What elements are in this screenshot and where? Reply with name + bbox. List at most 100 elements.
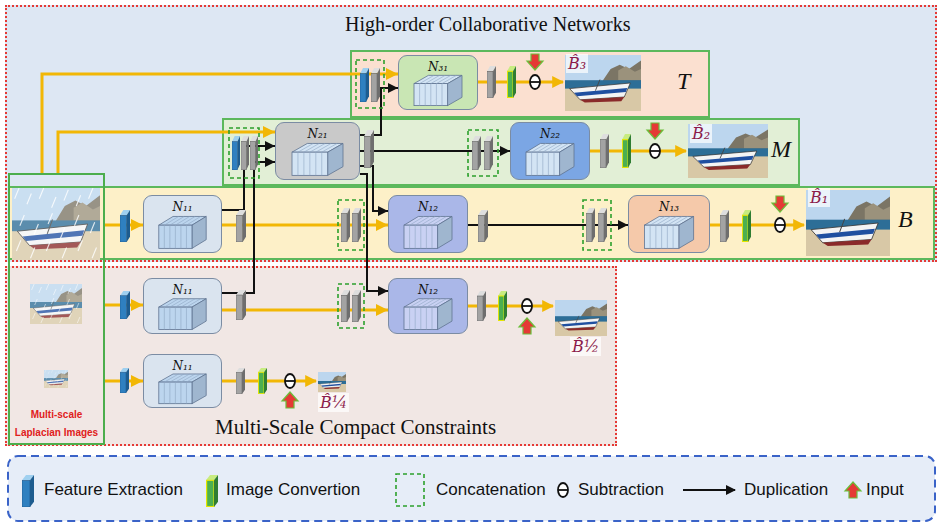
label-holder: Duplication [744,480,828,500]
network-name: N₃₁ [428,60,448,74]
label-holder: High-order Collaborative Networks [345,13,630,36]
layer-cube [436,84,437,106]
network-name: N₁₂ [418,200,438,214]
layer-cube [164,382,165,404]
label-holder: B̂¼ [318,393,349,412]
label-holder: Feature Extraction [44,480,183,500]
subnetwork-box: N₁₁ [143,278,222,334]
subnetwork-box: N₃₁ [398,55,478,110]
legend-symbols [845,482,861,498]
layer-cube [169,225,170,248]
subnetwork-box: N₁₁ [143,195,222,253]
input-arrows [647,123,663,139]
layer-cube [432,299,446,307]
feature-maps [229,128,259,178]
feature-maps [720,210,729,242]
layer-cube [526,152,560,175]
layer-cube [667,225,668,248]
feature-maps [487,66,496,98]
subnetwork-box: N₁₃ [628,195,710,253]
legend-label: Duplication [744,480,828,499]
input-images [44,370,68,388]
layer-cube [309,152,310,175]
feature-maps [236,290,246,320]
layer-cube [192,299,206,330]
layer-cube [180,225,181,248]
layer-cube [420,225,421,248]
layer-cube [321,152,322,175]
layer-cube [438,216,452,248]
label-holder: B̂₁ [808,188,830,207]
label-holder: M [771,136,791,163]
layer-cube [164,307,165,329]
layer-cube [537,152,538,175]
subnetwork-box: N₂₁ [275,122,360,180]
label-holder: Multi-scale Laplacian Images [10,404,103,440]
label-holder: Image Convertion [226,480,360,500]
feature-maps [341,290,350,322]
band-symbol: B [898,206,913,232]
output-images [318,372,346,392]
feature-maps [583,200,611,250]
legend-symbols [22,474,861,507]
network-name: N₂₂ [540,127,560,141]
feature-maps [598,208,607,242]
subnetwork-box: N₁₂ [388,278,468,334]
feature-maps [352,208,361,242]
feature-maps [241,136,249,170]
subnetwork-box: N₁₁ [143,354,222,408]
layer-cube [409,307,410,329]
layer-cube [673,216,688,225]
feature-maps [338,284,364,328]
input-images [12,188,100,260]
layer-cube [186,225,187,248]
feature-maps [600,134,609,168]
feature-maps [477,291,486,321]
feature-maps [236,368,245,394]
subtraction-symbols [522,299,532,313]
layer-cube [159,225,192,248]
legend-symbols [206,475,218,507]
feature-maps [360,68,369,102]
label-holder: Concatenation [436,480,546,500]
layer-cube [159,382,192,404]
region-title: Multi-scale Laplacian Images [15,409,98,438]
network-name: N₁₁ [172,283,192,297]
layer-cube [554,143,568,152]
feature-maps [236,210,246,242]
feature-maps [586,208,595,242]
feature-maps [120,60,751,394]
layer-cube [650,225,651,248]
input-arrows [772,196,788,212]
region-panel: Multi-Scale Compact ConstraintsN₁₁N₁₂N₁₁ [5,266,617,446]
band-symbol: T [677,68,690,94]
legend-label: Image Convertion [226,480,360,499]
layer-cube [426,307,427,329]
feature-maps [120,291,130,319]
flow-connector [222,224,388,227]
output-label: B̂₁ [808,188,830,207]
feature-maps [364,130,374,168]
flow-connector [58,132,275,173]
feature-maps [338,200,364,250]
feature-maps [507,66,516,98]
layer-cube [322,143,337,152]
legend-symbols [22,475,34,507]
label-holder: N₁₁ [144,280,221,298]
layer-cube [554,152,555,175]
subtraction-symbols [775,218,785,232]
subtraction-symbols [285,75,785,388]
feature-maps [258,368,267,394]
flow-connector [222,162,275,293]
layer-cube [409,225,410,248]
input-arrows [282,54,788,408]
label-holder: N₁₁ [144,356,221,374]
input-images [12,188,100,388]
feature-maps [484,136,493,170]
subtraction-symbols [650,144,660,158]
flow-connector [222,309,388,312]
layer-cube [169,382,170,404]
layer-cube [432,225,433,248]
